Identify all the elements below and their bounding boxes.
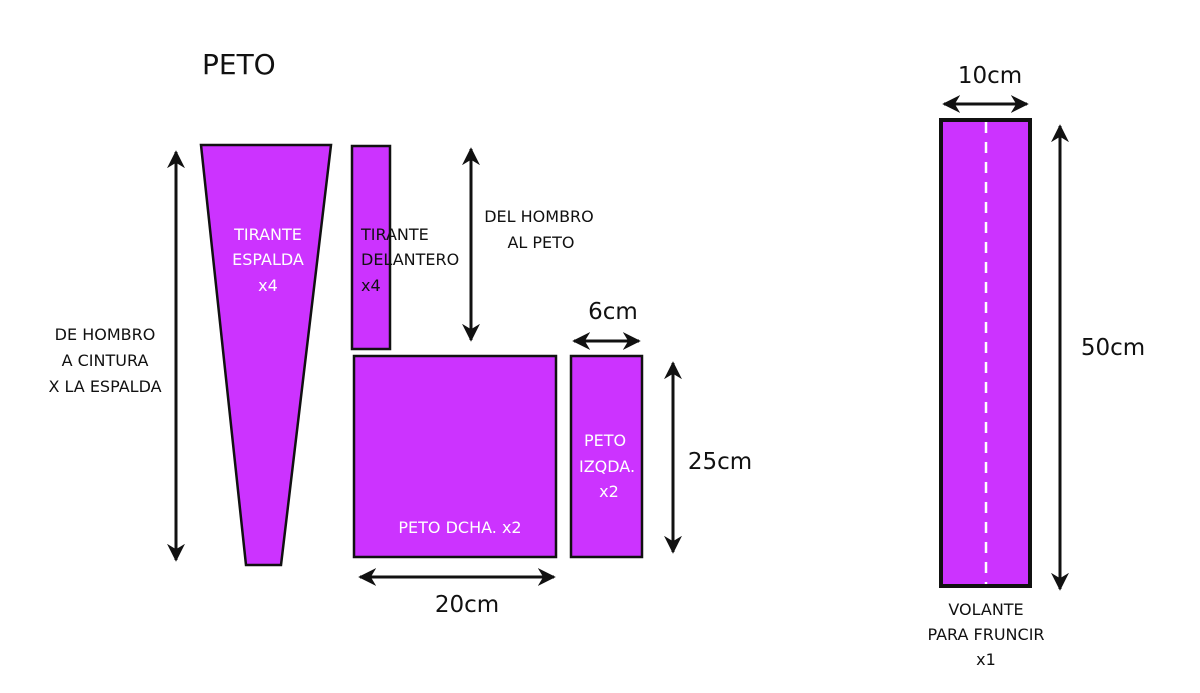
peto-izqda-label-2: IZQDA. xyxy=(579,457,635,476)
peto-izqda-width-label: 6cm xyxy=(588,299,638,325)
shoulder-to-bib-label-1: DEL HOMBRO xyxy=(484,207,594,226)
tirante-espalda-piece xyxy=(199,143,333,567)
tirante-delantero-label-2: DELANTERO xyxy=(361,250,459,269)
tirante-delantero-label-1: TIRANTE xyxy=(360,225,429,244)
tirante-delantero-piece xyxy=(350,144,392,351)
peto-izqda-label-3: x2 xyxy=(599,482,619,501)
page-title: PETO xyxy=(202,48,276,81)
peto-height-label: 25cm xyxy=(688,449,752,475)
back-length-label-3: X LA ESPALDA xyxy=(48,377,161,396)
tirante-espalda-label-3: x4 xyxy=(258,276,278,295)
volante-width-label: 10cm xyxy=(958,63,1022,89)
shoulder-to-bib-label-2: AL PETO xyxy=(507,233,574,252)
volante-label-3: x1 xyxy=(976,650,996,669)
back-length-label-2: A CINTURA xyxy=(62,351,149,370)
peto-dcha-width-label: 20cm xyxy=(435,592,499,618)
tirante-delantero-label-3: x4 xyxy=(361,276,381,295)
peto-dcha-piece xyxy=(352,354,558,559)
volante-length-label: 50cm xyxy=(1081,335,1145,361)
peto-dcha-label: PETO DCHA. x2 xyxy=(398,518,521,537)
back-length-label-1: DE HOMBRO xyxy=(55,325,156,344)
peto-izqda-label-1: PETO xyxy=(584,431,626,450)
volante-label-1: VOLANTE xyxy=(948,600,1023,619)
peto-izqda-piece xyxy=(569,354,644,559)
volante-label-2: PARA FRUNCIR xyxy=(927,625,1044,644)
tirante-espalda-label-1: TIRANTE xyxy=(233,225,302,244)
tirante-espalda-label-2: ESPALDA xyxy=(232,250,304,269)
